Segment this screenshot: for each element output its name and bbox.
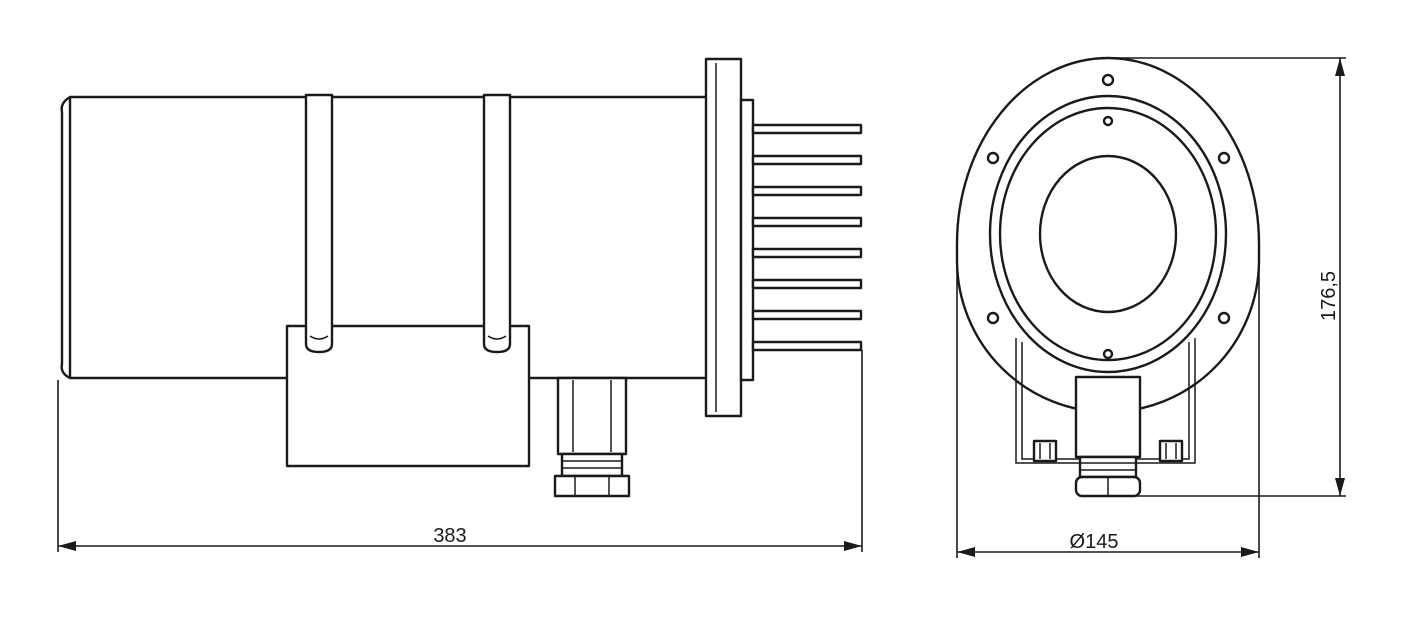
diameter-label: Ø145 [1070, 531, 1119, 553]
inner-ring-inner [998, 106, 1218, 362]
front-flange [704, 57, 755, 418]
inner-ring-outer [988, 94, 1228, 374]
height-label: 176,5 [1318, 271, 1340, 321]
bolt-holes [986, 73, 1231, 360]
front-view: 176,5 Ø145 [955, 56, 1346, 558]
front-gland [1074, 375, 1142, 498]
diameter-dimension: Ø145 [956, 262, 1260, 558]
height-dimension: 176,5 [1108, 57, 1346, 497]
front-window [1038, 154, 1178, 314]
length-dimension: 383 [57, 350, 863, 552]
side-view: 383 [57, 57, 863, 552]
cable-gland [553, 376, 631, 498]
cooling-fins [751, 123, 863, 352]
strap-bands [304, 93, 512, 354]
length-label: 383 [433, 525, 466, 547]
